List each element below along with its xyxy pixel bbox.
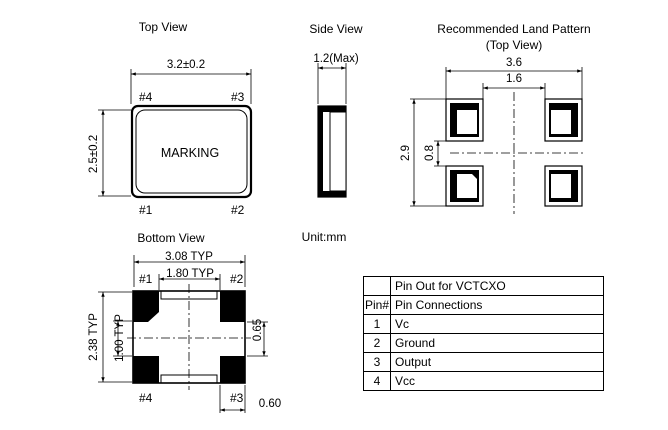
bottom-view-title: Bottom View	[137, 231, 204, 245]
land-pad-top-left	[445, 98, 484, 142]
pin-table-header-row: Pin# Pin Connections	[363, 295, 604, 315]
land-outer-height-label: 2.9	[400, 145, 412, 161]
table-row: 2 Ground	[363, 333, 604, 353]
bottom-pad-1	[133, 291, 159, 322]
top-package-body	[130, 104, 253, 199]
table-row: 3 Output	[363, 352, 604, 372]
table-row: 1 Vc	[363, 314, 604, 334]
pin-table-header-num: Pin#	[363, 295, 391, 315]
top-view-title: Top View	[139, 20, 188, 34]
pin-table-title: Pin Out for VCTCXO	[390, 276, 604, 296]
pin-table-title-row: Pin Out for VCTCXO	[363, 276, 604, 296]
side-base-layer	[318, 106, 323, 197]
pin-number: 2	[363, 333, 391, 353]
pin-connection: Vcc	[390, 371, 604, 391]
bottom-width-label: 3.08 TYP	[165, 251, 213, 263]
pin-table-header-desc: Pin Connections	[390, 295, 604, 315]
table-row: 4 Vcc	[363, 371, 604, 391]
land-pattern-view: Recommended Land Pattern (Top View) 3.6 …	[400, 22, 591, 214]
top-width-label: 3.2±0.2	[167, 59, 205, 71]
top-pin-3-label: #3	[231, 90, 245, 104]
side-view-title: Side View	[309, 22, 362, 36]
side-view: Side View 1.2(Max)	[309, 22, 363, 198]
land-pad-bottom-left	[445, 165, 484, 207]
bottom-pin-2-label: #2	[230, 272, 244, 286]
bottom-inner-height-label: 1.00 TYP	[114, 314, 126, 362]
top-view: Top View 3.2±0.2 2.5±0.2 MARKING #1 #2 #…	[88, 20, 253, 217]
land-inner-height-label: 0.8	[424, 145, 436, 161]
unit-label: Unit:mm	[302, 230, 347, 244]
bottom-pin-1-label: #1	[139, 272, 153, 286]
bottom-height-label: 2.38 TYP	[88, 313, 100, 361]
pin-table: Pin Out for VCTCXO Pin# Pin Connections …	[363, 276, 604, 391]
land-pad-bottom-right	[544, 165, 583, 207]
pin-number: 1	[363, 314, 391, 334]
pin-connection: Ground	[390, 333, 604, 353]
land-outer-width-label: 3.6	[506, 57, 522, 69]
bottom-view: Bottom View Unit:mm 3.08 TYP 1.80 TYP 2.…	[88, 230, 346, 413]
bottom-pad-gap-label: 0.65	[252, 319, 264, 341]
marking-text: MARKING	[161, 146, 219, 160]
pin-number: 3	[363, 352, 391, 372]
top-pin-4-label: #4	[139, 90, 153, 104]
top-pin-1-label: #1	[139, 203, 153, 217]
top-package-lid	[135, 109, 248, 194]
bottom-inner-width-label: 1.80 TYP	[166, 268, 214, 280]
land-subtitle: (Top View)	[486, 38, 542, 52]
bottom-pad-2	[220, 291, 245, 322]
land-inner-width-label: 1.6	[506, 73, 522, 85]
land-title: Recommended Land Pattern	[437, 22, 590, 36]
bottom-top-notch	[160, 291, 218, 300]
land-pad-top-right	[544, 98, 583, 142]
pin-connection: Output	[390, 352, 604, 372]
pin-number: 4	[363, 371, 391, 391]
side-height-label: 1.2(Max)	[313, 53, 359, 65]
top-height-label: 2.5±0.2	[88, 135, 100, 173]
bottom-pin-3-label: #3	[230, 391, 244, 405]
bottom-pin-4-label: #4	[139, 391, 153, 405]
pin-connection: Vc	[390, 314, 604, 334]
bottom-pad-4	[133, 356, 159, 383]
bottom-pad-width-label: 0.60	[259, 398, 281, 410]
bottom-pad-3	[220, 356, 245, 383]
top-pin-2-label: #2	[231, 203, 245, 217]
